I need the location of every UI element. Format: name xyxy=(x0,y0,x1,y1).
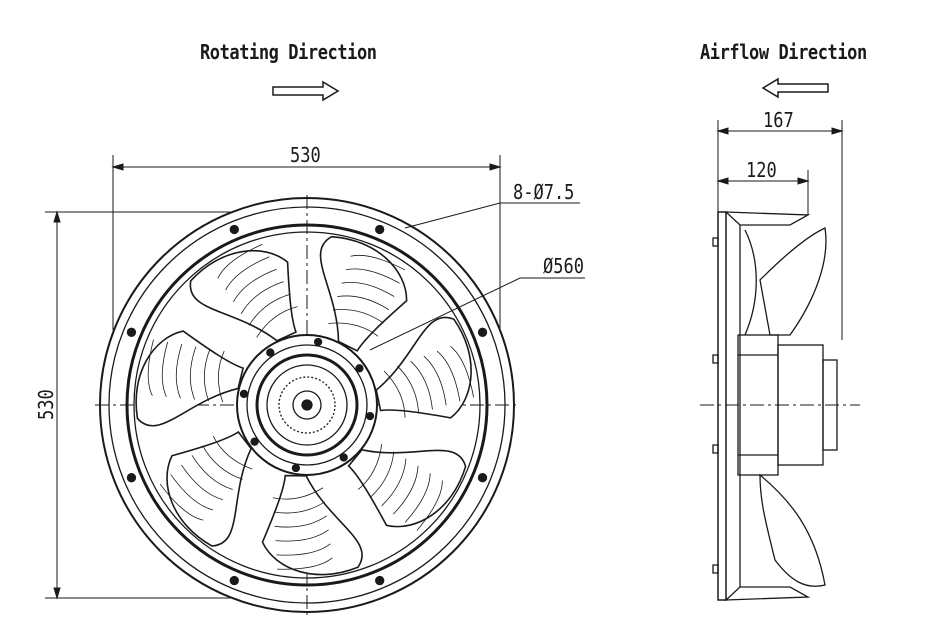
mounting-holes xyxy=(126,224,488,586)
fan-front-view xyxy=(99,197,515,613)
total-depth-dimension: 167 xyxy=(763,108,794,132)
diameter-callout: Ø560 xyxy=(543,254,584,278)
holes-callout: 8-Ø7.5 xyxy=(513,180,575,204)
rotating-direction-title: Rotating Direction xyxy=(200,40,377,64)
hub-bolt xyxy=(266,348,275,357)
mounting-hole xyxy=(375,224,385,235)
mounting-hole xyxy=(375,575,385,586)
side-dimension-lines xyxy=(700,120,860,406)
hub-bolt xyxy=(291,463,301,473)
hub-bolt xyxy=(313,337,323,347)
rotation-arrow-icon xyxy=(272,80,340,102)
mounting-hole xyxy=(229,224,239,235)
airflow-direction-title: Airflow Direction xyxy=(700,40,867,64)
fan-blade xyxy=(319,235,408,352)
hub-bolt xyxy=(355,364,364,373)
mounting-hole xyxy=(477,327,488,337)
mounting-hole xyxy=(477,473,488,483)
fan-blade xyxy=(347,444,467,531)
fan-blade xyxy=(159,430,253,547)
hub-bolt xyxy=(250,437,259,446)
fan-blade xyxy=(135,330,245,427)
fan-blade xyxy=(261,474,363,576)
mounting-hole xyxy=(126,473,137,483)
fan-blades xyxy=(135,235,475,576)
mounting-hole xyxy=(229,575,239,586)
fan-blade xyxy=(375,316,475,419)
airflow-arrow-icon xyxy=(761,77,829,99)
fan-blade xyxy=(189,243,298,342)
hub-bolt xyxy=(239,389,249,399)
fan-side-view xyxy=(712,211,838,601)
hub-bolt xyxy=(339,453,348,462)
frame-depth-dimension: 120 xyxy=(746,158,777,182)
mounting-hole xyxy=(126,327,137,337)
hub-bolt xyxy=(365,411,375,421)
width-dimension: 530 xyxy=(290,143,321,167)
